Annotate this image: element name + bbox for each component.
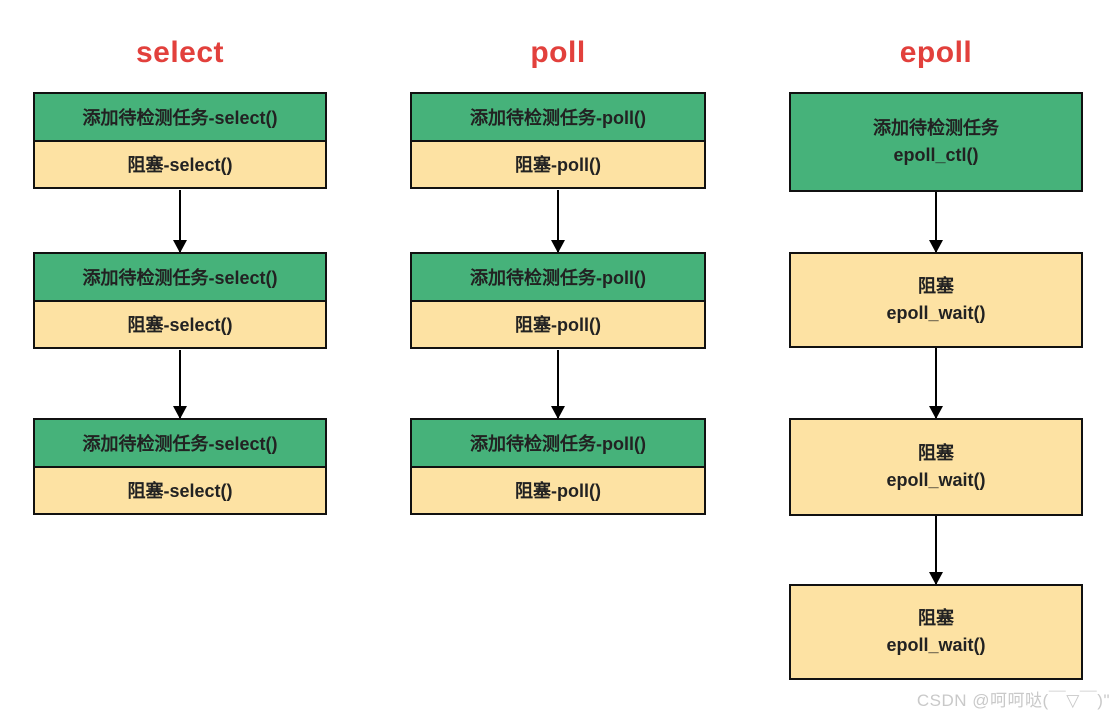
epoll-block-box-3: 阻塞 epoll_wait() (789, 584, 1083, 680)
epoll-block-label: 阻塞 (918, 608, 954, 628)
epoll-column-title: epoll (899, 36, 973, 69)
epoll-ctl-label: epoll_ctl() (893, 145, 979, 165)
select-block-box-3: 阻塞-select() (35, 467, 325, 513)
select-column-title: select (135, 36, 225, 69)
arrow-down-icon (551, 190, 565, 253)
poll-block-box-3: 阻塞-poll() (412, 467, 704, 513)
select-block-box-2: 阻塞-select() (35, 301, 325, 347)
arrow-down-icon (929, 348, 943, 419)
select-column: select 添加待检测任务-select() 阻塞-select() 添加待检… (33, 0, 327, 713)
epoll-add-task-box: 添加待检测任务 epoll_ctl() (789, 92, 1083, 192)
poll-block-box-2: 阻塞-poll() (412, 301, 704, 347)
select-stage-3: 添加待检测任务-select() 阻塞-select() (33, 418, 327, 515)
arrow-down-icon (929, 192, 943, 253)
arrow-down-icon (173, 350, 187, 419)
poll-column-title: poll (530, 36, 586, 69)
epoll-wait-label: epoll_wait() (886, 470, 986, 490)
epoll-column: epoll 添加待检测任务 epoll_ctl() 阻塞 epoll_wait(… (789, 0, 1083, 713)
epoll-add-task-label: 添加待检测任务 (873, 118, 999, 138)
select-stage-2: 添加待检测任务-select() 阻塞-select() (33, 252, 327, 349)
arrow-down-icon (929, 516, 943, 585)
poll-stage-2: 添加待检测任务-poll() 阻塞-poll() (410, 252, 706, 349)
select-stage-1: 添加待检测任务-select() 阻塞-select() (33, 92, 327, 189)
select-add-task-box-3: 添加待检测任务-select() (35, 420, 325, 468)
poll-add-task-box-2: 添加待检测任务-poll() (412, 254, 704, 302)
arrow-down-icon (173, 190, 187, 253)
arrow-down-icon (551, 350, 565, 419)
csdn-watermark: CSDN @呵呵哒(￣▽￣)" (916, 691, 1110, 710)
poll-stage-3: 添加待检测任务-poll() 阻塞-poll() (410, 418, 706, 515)
epoll-block-box-1: 阻塞 epoll_wait() (789, 252, 1083, 348)
select-block-box-1: 阻塞-select() (35, 141, 325, 187)
epoll-wait-label: epoll_wait() (886, 635, 986, 655)
poll-stage-1: 添加待检测任务-poll() 阻塞-poll() (410, 92, 706, 189)
poll-column: poll 添加待检测任务-poll() 阻塞-poll() 添加待检测任务-po… (410, 0, 706, 713)
poll-block-box-1: 阻塞-poll() (412, 141, 704, 187)
epoll-wait-label: epoll_wait() (886, 303, 986, 323)
poll-add-task-box-1: 添加待检测任务-poll() (412, 94, 704, 142)
epoll-block-box-2: 阻塞 epoll_wait() (789, 418, 1083, 516)
select-add-task-box-1: 添加待检测任务-select() (35, 94, 325, 142)
poll-add-task-box-3: 添加待检测任务-poll() (412, 420, 704, 468)
epoll-block-label: 阻塞 (918, 443, 954, 463)
select-add-task-box-2: 添加待检测任务-select() (35, 254, 325, 302)
epoll-block-label: 阻塞 (918, 276, 954, 296)
